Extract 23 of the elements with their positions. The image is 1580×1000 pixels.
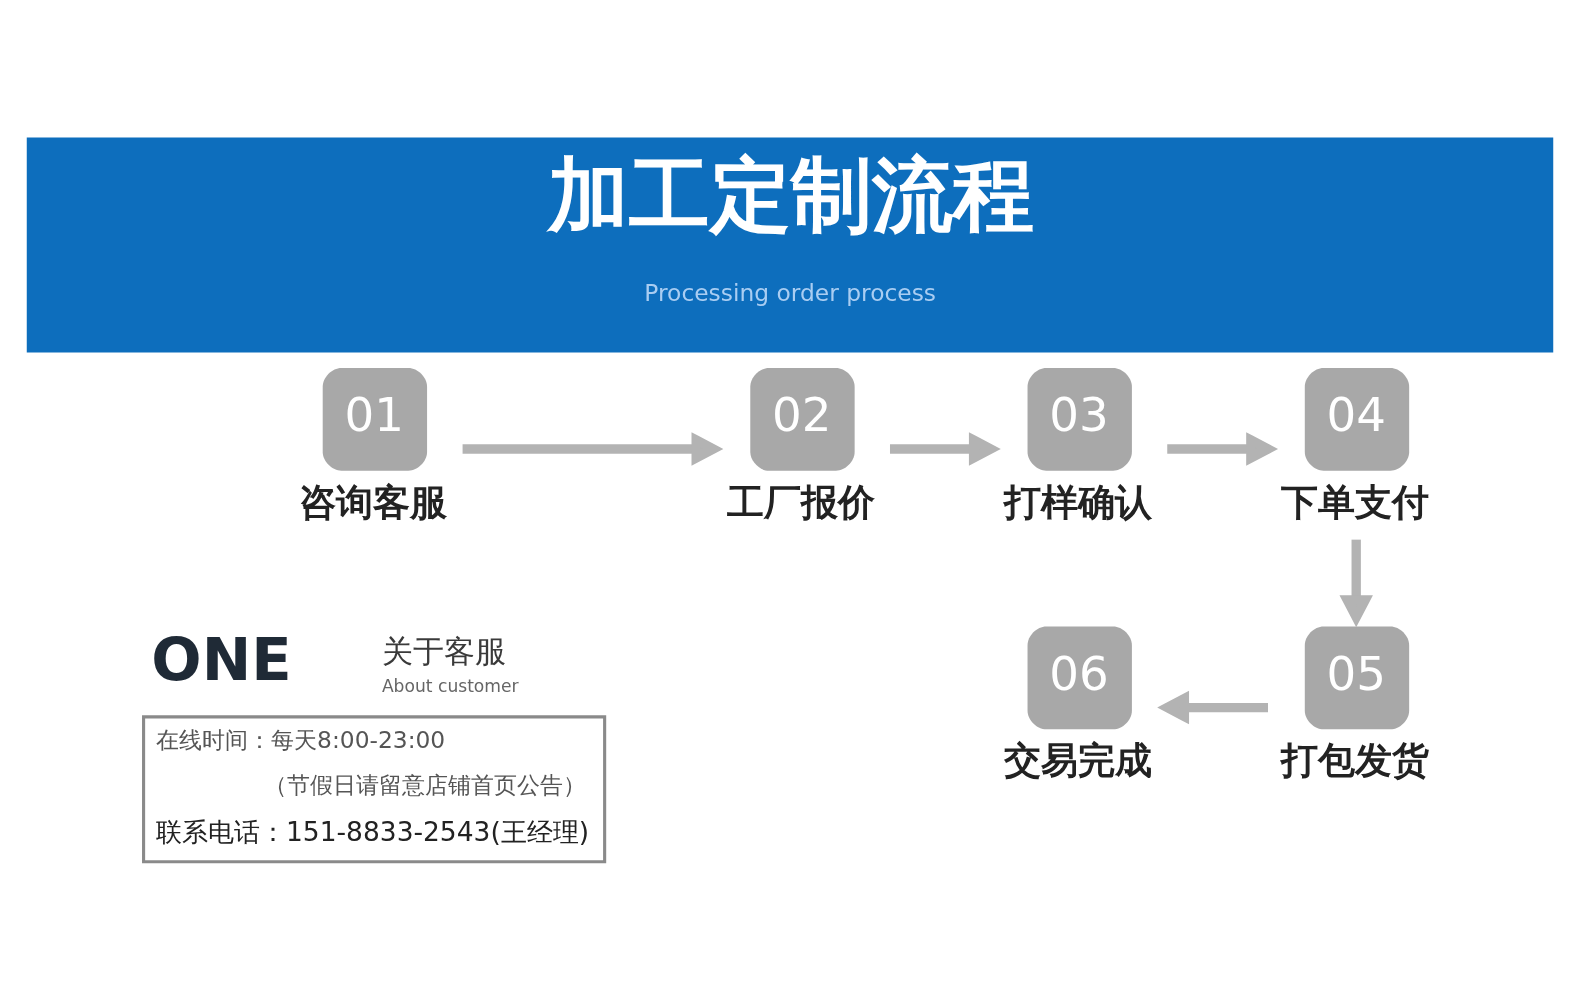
arrow: [462, 432, 724, 466]
node-box: 01: [322, 368, 428, 471]
node-label: About customer: [381, 675, 519, 696]
arrow: [1167, 432, 1279, 466]
node-label: 打包发货: [1281, 738, 1430, 783]
node-label: 咨询客服: [299, 479, 448, 524]
caption: Processing order process: [644, 279, 936, 308]
arrow: [1157, 690, 1268, 725]
node-box: 05: [1304, 626, 1410, 730]
node-box: 02: [750, 368, 855, 471]
arrow: [890, 432, 1001, 466]
arrow: [1339, 539, 1373, 628]
node-box: 03: [1027, 368, 1132, 471]
node-box: 06: [1027, 626, 1132, 730]
diagram-title: 加工定制流程: [547, 147, 1034, 242]
node-box: 04: [1304, 368, 1410, 471]
node-label: 交易完成: [1004, 738, 1153, 783]
node-box: 在线时间：每天8:00-23:00 （节假日请留意店铺首页公告） 联系电话：151-8833-2543(王经理): [142, 715, 607, 864]
node-label: 打样确认: [1004, 479, 1153, 524]
node-label: 工厂报价: [726, 479, 875, 524]
node-label: 下单支付: [1281, 479, 1430, 524]
node-label: ONE: [151, 625, 292, 695]
node-label: 关于客服: [381, 633, 506, 670]
